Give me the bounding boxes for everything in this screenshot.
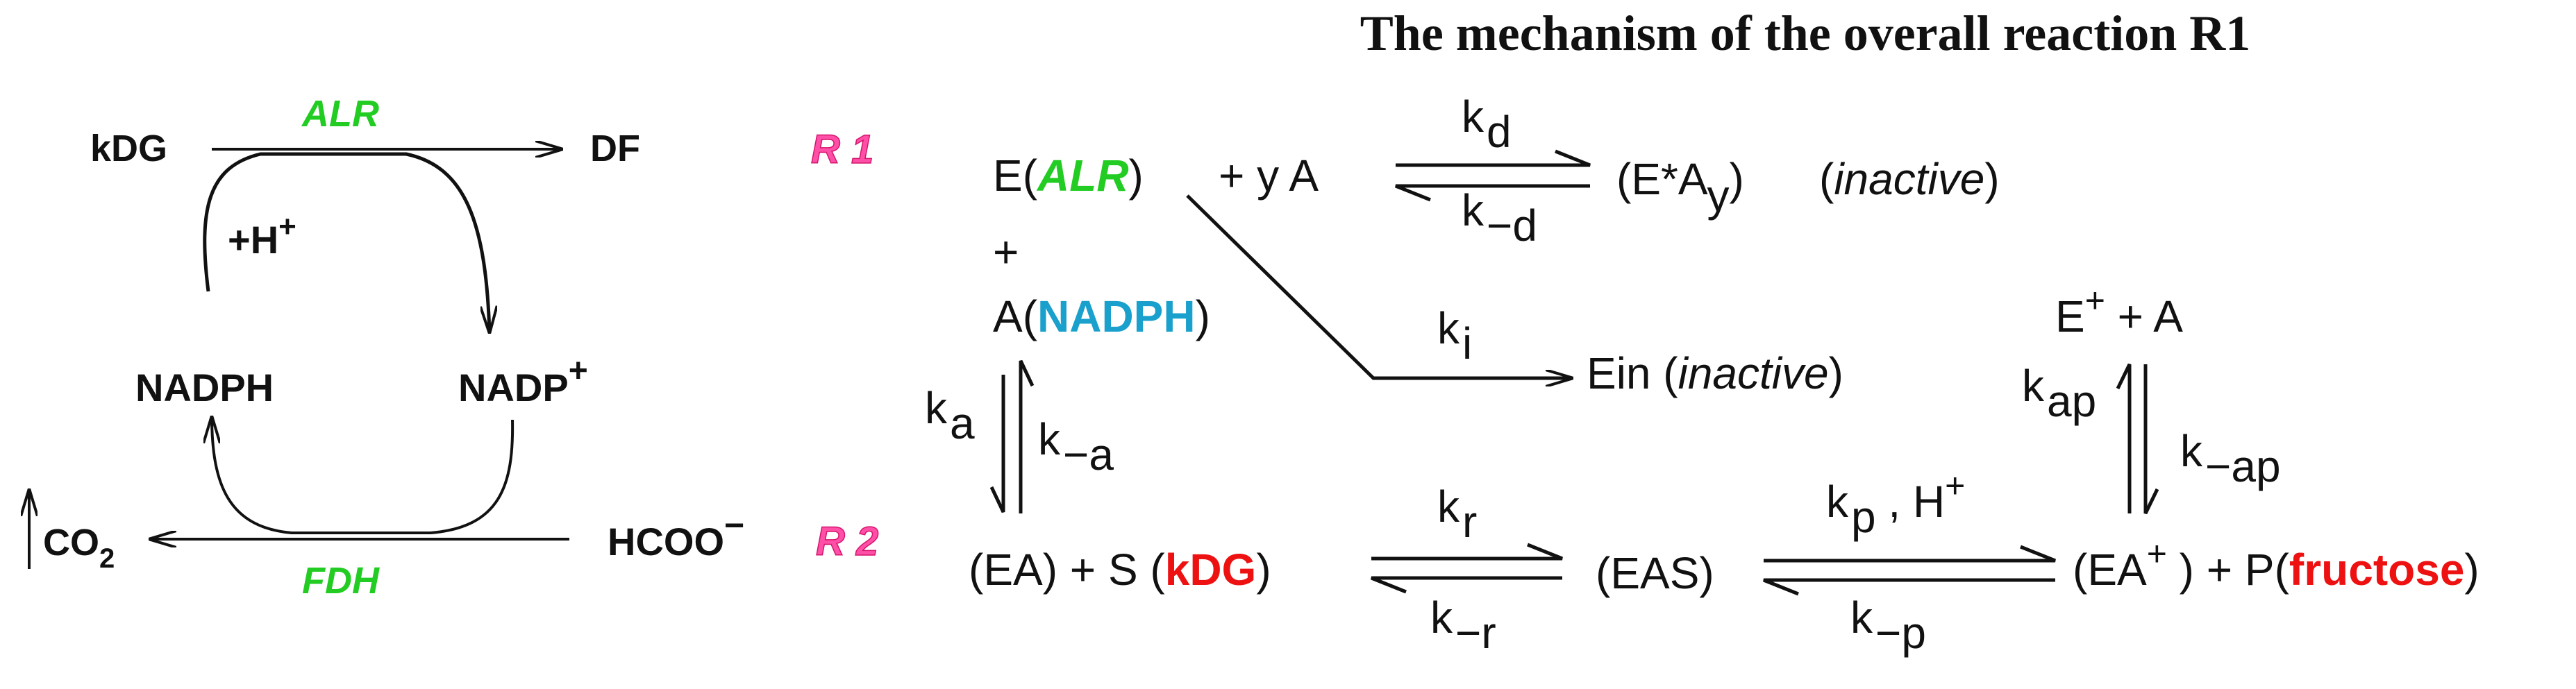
ka-down-half-arrow <box>989 375 1005 513</box>
kr-rate-label: kr <box>1437 482 1477 547</box>
kap-up-half-arrow <box>2116 363 2132 513</box>
plus-sign: + <box>993 227 1019 277</box>
nadp-plus-label: NADP+ <box>458 352 588 409</box>
inactive-complex-label: (E*Ay) <box>1616 154 1744 221</box>
nadph-label: NADPH <box>135 366 274 409</box>
cycle-top-loop <box>203 152 490 333</box>
k-minus-r-rate-label: k−r <box>1430 593 1496 658</box>
ea-s-label: (EA) + S (kDG) <box>969 545 1271 595</box>
ka-up-half-arrow <box>1019 359 1035 513</box>
ein-label: Ein (inactive) <box>1587 348 1843 398</box>
ki-inactivation-arrow <box>1186 194 1573 378</box>
cofactor-cycle: kDG DF ALR R 1 +H+ NADPH NADP+ HCOO− R 2… <box>29 93 879 602</box>
eplus-a-label: E+ + A <box>2055 281 2183 341</box>
k-minus-p-rate-label: k−p <box>1850 593 1926 658</box>
kp-reverse-half-arrow <box>1763 578 2055 596</box>
mechanism-scheme: E(ALR) + y A + A(NADPH) kd k−d (E*Ay) (i… <box>925 92 2479 658</box>
h-plus-label: +H+ <box>228 210 296 262</box>
plus-ya-label: + y A <box>1219 151 1319 201</box>
kd-rate-label: kd <box>1462 92 1512 157</box>
ki-rate-label: ki <box>1437 303 1472 368</box>
kr-forward-half-arrow <box>1371 543 1563 561</box>
k-minus-a-rate-label: k−a <box>1038 414 1114 479</box>
enzyme-alr-label: E(ALR) <box>993 151 1144 201</box>
kr-reverse-half-arrow <box>1371 576 1562 594</box>
ka-rate-label: ka <box>925 383 975 448</box>
diagram-title: The mechanism of the overall reaction R1 <box>1360 6 2250 61</box>
kp-h-rate-label: kp , H+ <box>1826 466 1965 542</box>
r2-label: R 2 <box>816 519 878 564</box>
kap-rate-label: kap <box>2022 361 2096 426</box>
fdh-enzyme-label: FDH <box>302 560 380 602</box>
k-minus-d-rate-label: k−d <box>1462 185 1537 250</box>
co2-label: CO2 <box>43 522 115 574</box>
kdg-label: kDG <box>90 128 167 169</box>
kd-forward-half-arrow <box>1396 149 1591 167</box>
hcoo-label: HCOO− <box>608 506 744 563</box>
k-minus-ap-rate-label: k−ap <box>2180 426 2281 491</box>
kap-down-half-arrow <box>2143 364 2159 515</box>
cofactor-nadph-label: A(NADPH) <box>993 291 1210 341</box>
inactive-note-1: (inactive) <box>1819 154 2000 204</box>
product-label: (EA+ ) + P(fructose) <box>2073 534 2479 595</box>
kp-forward-half-arrow <box>1764 545 2056 563</box>
df-label: DF <box>590 128 640 169</box>
eas-complex-label: (EAS) <box>1596 548 1714 598</box>
cycle-bottom-loop <box>212 416 515 534</box>
kd-reverse-half-arrow <box>1395 184 1590 202</box>
r1-label: R 1 <box>811 127 873 172</box>
alr-enzyme-label: ALR <box>301 93 379 135</box>
